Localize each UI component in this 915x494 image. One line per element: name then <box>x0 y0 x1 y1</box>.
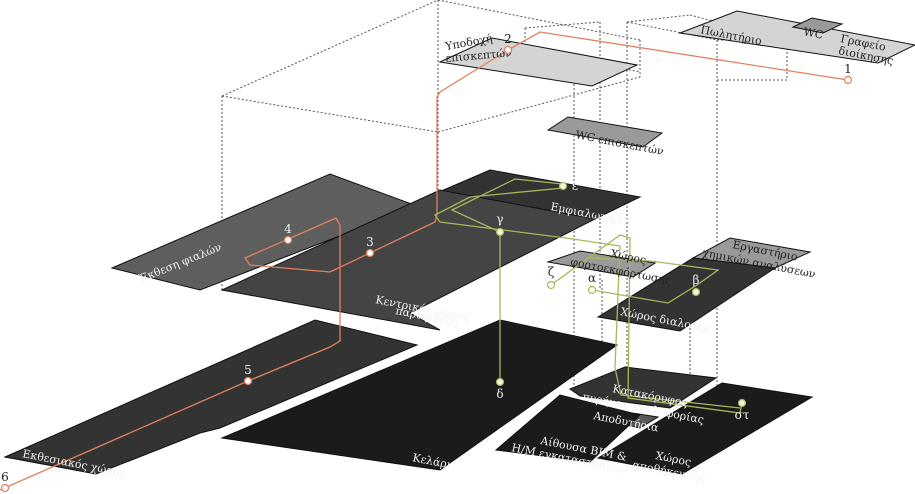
staff-point-7 <box>546 280 556 290</box>
label-wc-top: WC <box>802 25 824 42</box>
staff-point-2 <box>691 287 701 297</box>
visitor-point-5 <box>243 376 253 386</box>
staff-point-label: γ <box>496 212 503 226</box>
dashed-frame-edge <box>221 95 439 133</box>
visitor-point-2 <box>503 45 513 55</box>
dashed-frame-edge <box>626 21 718 41</box>
staff-point-label: δ <box>496 387 503 401</box>
floor-storage <box>596 382 814 475</box>
floor-bim <box>494 394 642 463</box>
dashed-frame-edge <box>221 0 439 97</box>
visitor-point-label: 4 <box>284 222 292 236</box>
visitor-point-3 <box>365 248 375 258</box>
staff-route-line-3 <box>550 234 743 414</box>
floor-workshop-office <box>678 10 915 64</box>
staff-point-label: α <box>588 271 596 285</box>
staff-point-label: β <box>693 273 700 287</box>
dashed-frame-edge <box>437 0 641 41</box>
visitor-point-label: 5 <box>244 363 252 377</box>
dashed-frame-edge <box>626 14 691 23</box>
visitor-point-label: 3 <box>366 235 374 249</box>
floor-sorting <box>596 257 777 332</box>
floor-wc-visitors <box>546 116 664 148</box>
floor-wc-top <box>791 17 844 34</box>
dashed-frame-edge <box>437 76 641 133</box>
visitor-point-label: 1 <box>844 62 852 76</box>
visitor-point-label: 6 <box>1 470 9 484</box>
floor-plates <box>3 10 915 475</box>
staff-point-4 <box>495 377 505 387</box>
staff-route-line-4 <box>589 257 720 304</box>
visitor-route-line <box>0 31 849 491</box>
staff-point-6 <box>737 398 747 408</box>
staff-point-label: στ <box>735 408 750 422</box>
route-points: 1 2 3 4 5 6 α β γ δ ε στ ζ <box>0 32 853 493</box>
dashed-frame-edge <box>524 21 601 29</box>
visitor-point-6 <box>0 483 10 493</box>
staff-route-line-1 <box>434 187 741 409</box>
floor-central-production <box>220 189 597 331</box>
floor-unloading <box>546 250 657 278</box>
label-reception-2: επισκεπτών <box>445 46 512 65</box>
staff-point-label: ζ <box>548 265 555 279</box>
staff-point-label: ε <box>572 179 578 193</box>
circulation-routes <box>0 31 849 491</box>
visitor-point-4 <box>283 235 293 245</box>
visitor-point-1 <box>843 75 853 85</box>
floor-reception <box>438 37 639 87</box>
staff-point-5 <box>558 181 568 191</box>
staff-point-3 <box>495 227 505 237</box>
staff-point-1 <box>587 285 597 295</box>
visitor-point-label: 2 <box>504 32 512 46</box>
floor-cellar <box>220 319 619 471</box>
